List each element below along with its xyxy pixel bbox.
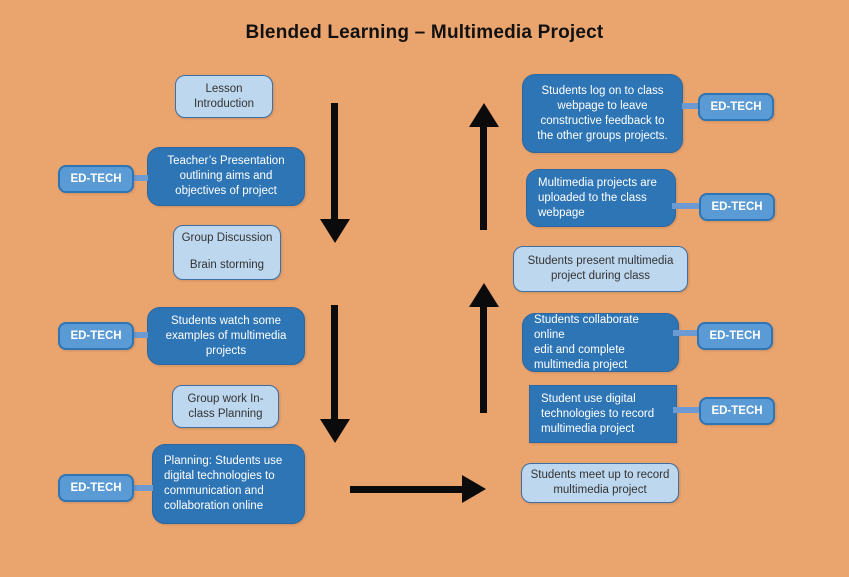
connector-line xyxy=(132,485,153,491)
node-label: Teacher’s Presentation outlining aims an… xyxy=(167,155,285,197)
edtech-label: ED-TECH xyxy=(70,173,122,185)
node-students-record-digital: Student use digital technologies to reco… xyxy=(529,385,677,443)
node-students-feedback-webpage: Students log on to class webpage to leav… xyxy=(522,74,683,153)
connector-line xyxy=(673,330,698,336)
connector-line xyxy=(682,103,699,109)
edtech-label: ED-TECH xyxy=(710,101,762,113)
node-students-meet-record: Students meet up to record multimedia pr… xyxy=(521,463,679,503)
node-students-present: Students present multimedia project duri… xyxy=(513,246,688,292)
node-lesson-introduction: Lesson Introduction xyxy=(175,75,273,118)
node-group-work-planning: Group work In- class Planning xyxy=(172,385,279,428)
node-students-collaborate-online: Students collaborate online edit and com… xyxy=(522,313,679,372)
node-label: Students collaborate online edit and com… xyxy=(534,313,639,371)
node-label: Students meet up to record multimedia pr… xyxy=(530,469,670,496)
node-label: Students log on to class webpage to leav… xyxy=(537,84,668,142)
edtech-label: ED-TECH xyxy=(70,482,122,494)
edtech-tag-feedback-webpage: ED-TECH xyxy=(698,93,774,121)
edtech-tag-collaborate-online: ED-TECH xyxy=(697,322,773,350)
node-teacher-presentation: Teacher’s Presentation outlining aims an… xyxy=(147,147,305,206)
node-planning-online-collaboration: Planning: Students use digital technolog… xyxy=(152,444,305,524)
node-projects-uploaded: Multimedia projects are uploaded to the … xyxy=(526,169,676,227)
node-group-discussion: Group Discussion Brain storming xyxy=(173,225,281,280)
connector-line xyxy=(132,332,148,338)
edtech-tag-record-digital: ED-TECH xyxy=(699,397,775,425)
edtech-label: ED-TECH xyxy=(709,330,761,342)
node-label: Group Discussion Brain storming xyxy=(181,232,273,272)
edtech-tag-planning: ED-TECH xyxy=(58,474,134,502)
edtech-label: ED-TECH xyxy=(711,201,763,213)
connector-line xyxy=(672,203,700,209)
node-label: Planning: Students use digital technolog… xyxy=(164,455,283,512)
node-label: Multimedia projects are uploaded to the … xyxy=(538,176,657,219)
connector-line xyxy=(132,175,148,181)
node-label: Student use digital technologies to reco… xyxy=(541,392,655,435)
node-label: Group work In- class Planning xyxy=(187,392,264,420)
node-students-watch-examples: Students watch some examples of multimed… xyxy=(147,307,305,365)
edtech-tag-teacher-presentation: ED-TECH xyxy=(58,165,134,193)
edtech-label: ED-TECH xyxy=(711,405,763,417)
diagram-title: Blended Learning – Multimedia Project xyxy=(245,22,604,43)
node-label: Students watch some examples of multimed… xyxy=(165,314,287,357)
edtech-tag-students-watch: ED-TECH xyxy=(58,322,134,350)
edtech-label: ED-TECH xyxy=(70,330,122,342)
edtech-tag-projects-uploaded: ED-TECH xyxy=(699,193,775,221)
node-label: Students present multimedia project duri… xyxy=(527,255,674,282)
connector-line xyxy=(673,407,700,413)
node-label: Lesson Introduction xyxy=(193,82,255,110)
